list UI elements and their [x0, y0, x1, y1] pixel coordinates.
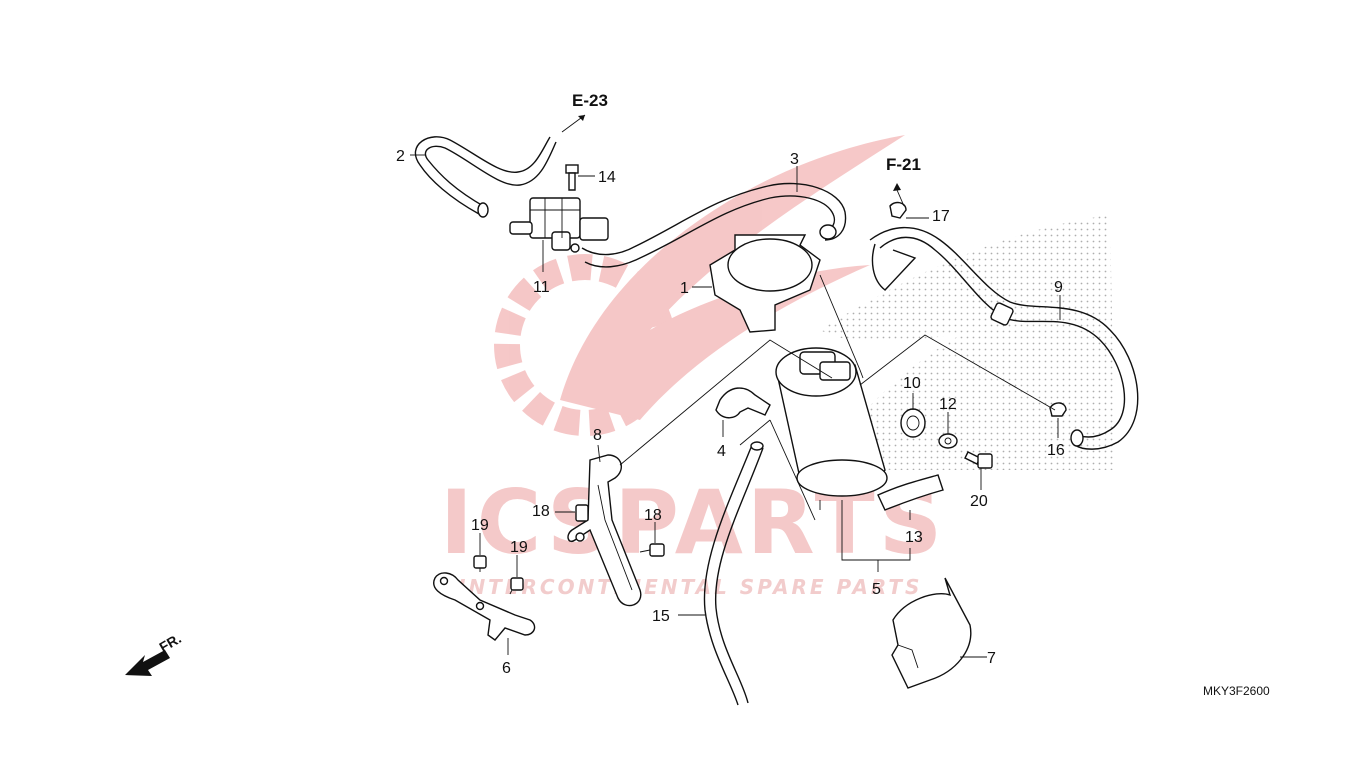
clip-16	[1049, 402, 1067, 417]
front-direction-indicator: FR.	[125, 630, 184, 676]
diagram-code: MKY3F2600	[1203, 684, 1270, 698]
part-label-1[interactable]: 1	[680, 280, 689, 297]
part-label-18-right[interactable]: 18	[644, 507, 662, 524]
part-label-19-right[interactable]: 19	[510, 539, 528, 556]
part-label-13[interactable]: 13	[905, 529, 923, 546]
part-label-18-left[interactable]: 18	[532, 503, 550, 520]
bracket-6	[433, 572, 536, 641]
part-label-2[interactable]: 2	[396, 148, 405, 165]
part-label-14[interactable]: 14	[598, 169, 616, 186]
leader-lines	[410, 154, 1061, 658]
hose-2	[414, 114, 586, 218]
ref-f21[interactable]: F-21	[886, 155, 921, 174]
part-label-19-left[interactable]: 19	[471, 517, 489, 534]
hose-3	[581, 182, 847, 268]
part-label-8[interactable]: 8	[593, 427, 602, 444]
hose-9	[869, 226, 1139, 450]
watermark: ICSPARTS INTERCONTINENTAL SPARE PARTS	[440, 135, 1115, 599]
solenoid-valve-11	[509, 197, 609, 253]
canister-holder-1	[709, 234, 821, 333]
grommet-10	[900, 408, 926, 438]
part-label-9[interactable]: 9	[1054, 279, 1063, 296]
canister-5	[775, 347, 888, 510]
part-label-3[interactable]: 3	[790, 151, 799, 168]
part-label-17[interactable]: 17	[932, 208, 950, 225]
bolt-19-left	[473, 555, 487, 572]
washer-12	[938, 433, 958, 449]
stipple-wing	[820, 215, 1115, 470]
cover-7	[891, 577, 972, 689]
bolt-19-right	[509, 577, 524, 595]
part-labels: 1 2 3 4 5 6 7 8 9 10 11 12 13 14 15 16 1…	[396, 148, 1065, 677]
direction-label: FR.	[156, 630, 184, 655]
part-label-20[interactable]: 20	[970, 493, 988, 510]
bracket-8	[567, 454, 642, 607]
band-13	[877, 474, 944, 511]
bolt-18-right	[639, 543, 665, 557]
gear-wing-logo-icon	[494, 135, 905, 436]
part-label-15[interactable]: 15	[652, 608, 670, 625]
part-label-5[interactable]: 5	[872, 581, 881, 598]
part-label-12[interactable]: 12	[939, 396, 957, 413]
part-label-4[interactable]: 4	[717, 443, 726, 460]
arrow-left-down-icon	[125, 650, 170, 676]
bolt-20	[964, 451, 993, 469]
joint-4	[715, 387, 771, 419]
ref-e23[interactable]: E-23	[572, 91, 608, 110]
part-label-7[interactable]: 7	[987, 650, 996, 667]
part-label-11[interactable]: 11	[533, 279, 550, 296]
bolt-18-left	[575, 504, 589, 522]
bolt-14	[565, 164, 579, 191]
part-label-6[interactable]: 6	[502, 660, 511, 677]
part-label-10[interactable]: 10	[903, 375, 921, 392]
part-label-16[interactable]: 16	[1047, 442, 1065, 459]
watermark-tagline: INTERCONTINENTAL SPARE PARTS	[458, 575, 922, 599]
tube-15	[703, 441, 764, 706]
